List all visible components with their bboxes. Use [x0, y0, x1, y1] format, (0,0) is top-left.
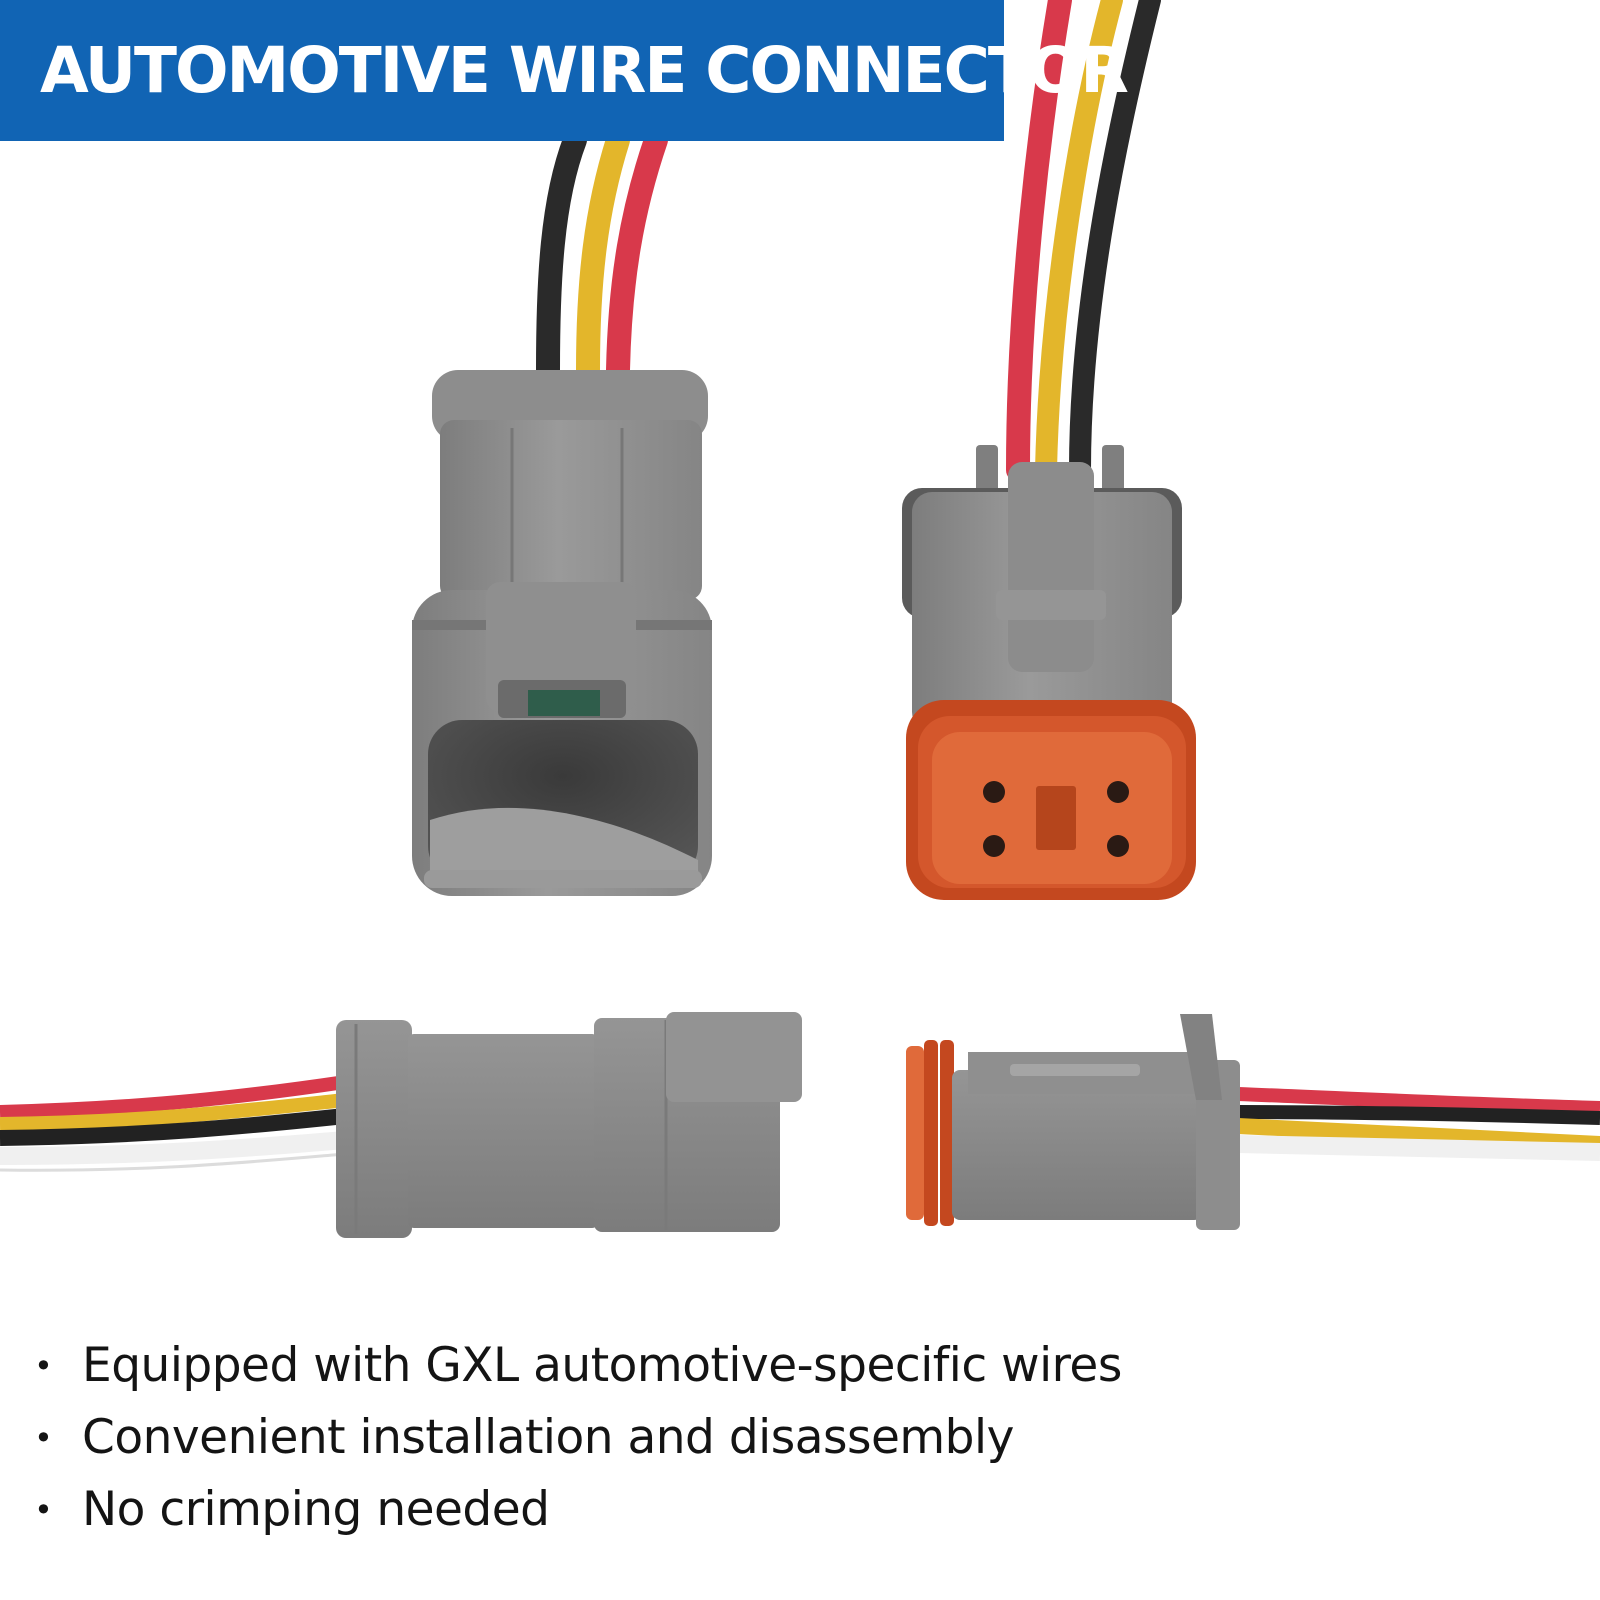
wire-black — [0, 1108, 346, 1146]
title-banner: AUTOMOTIVE WIRE CONNECTOR — [0, 0, 1129, 141]
wire-red — [1237, 1087, 1600, 1115]
bullet-icon: • — [34, 1491, 53, 1529]
wire-black — [1069, 0, 1161, 481]
wire-black — [536, 128, 587, 382]
wire-yellow — [1035, 0, 1123, 481]
female-connector-side — [906, 1014, 1600, 1230]
feature-text: Equipped with GXL automotive-specific wi… — [82, 1338, 1122, 1393]
wire-black — [1237, 1105, 1600, 1125]
male-connector-side — [0, 1012, 802, 1238]
bullet-icon: • — [34, 1347, 53, 1385]
feature-text: Convenient installation and disassembly — [82, 1410, 1014, 1465]
wire-white — [1237, 1135, 1600, 1161]
wire-red — [1006, 0, 1072, 482]
bullet-icon: • — [34, 1419, 53, 1457]
wire-red — [0, 1075, 347, 1119]
female-connector-front — [902, 0, 1196, 900]
wire-yellow — [576, 128, 630, 382]
banner-title: AUTOMOTIVE WIRE CONNECTOR — [40, 34, 1129, 107]
wire-red — [606, 128, 668, 382]
wire-white — [0, 1131, 346, 1165]
wire-yellow — [1237, 1118, 1600, 1152]
feature-text: No crimping needed — [82, 1482, 550, 1537]
male-connector-front — [412, 128, 712, 896]
wire-yellow — [0, 1093, 346, 1131]
